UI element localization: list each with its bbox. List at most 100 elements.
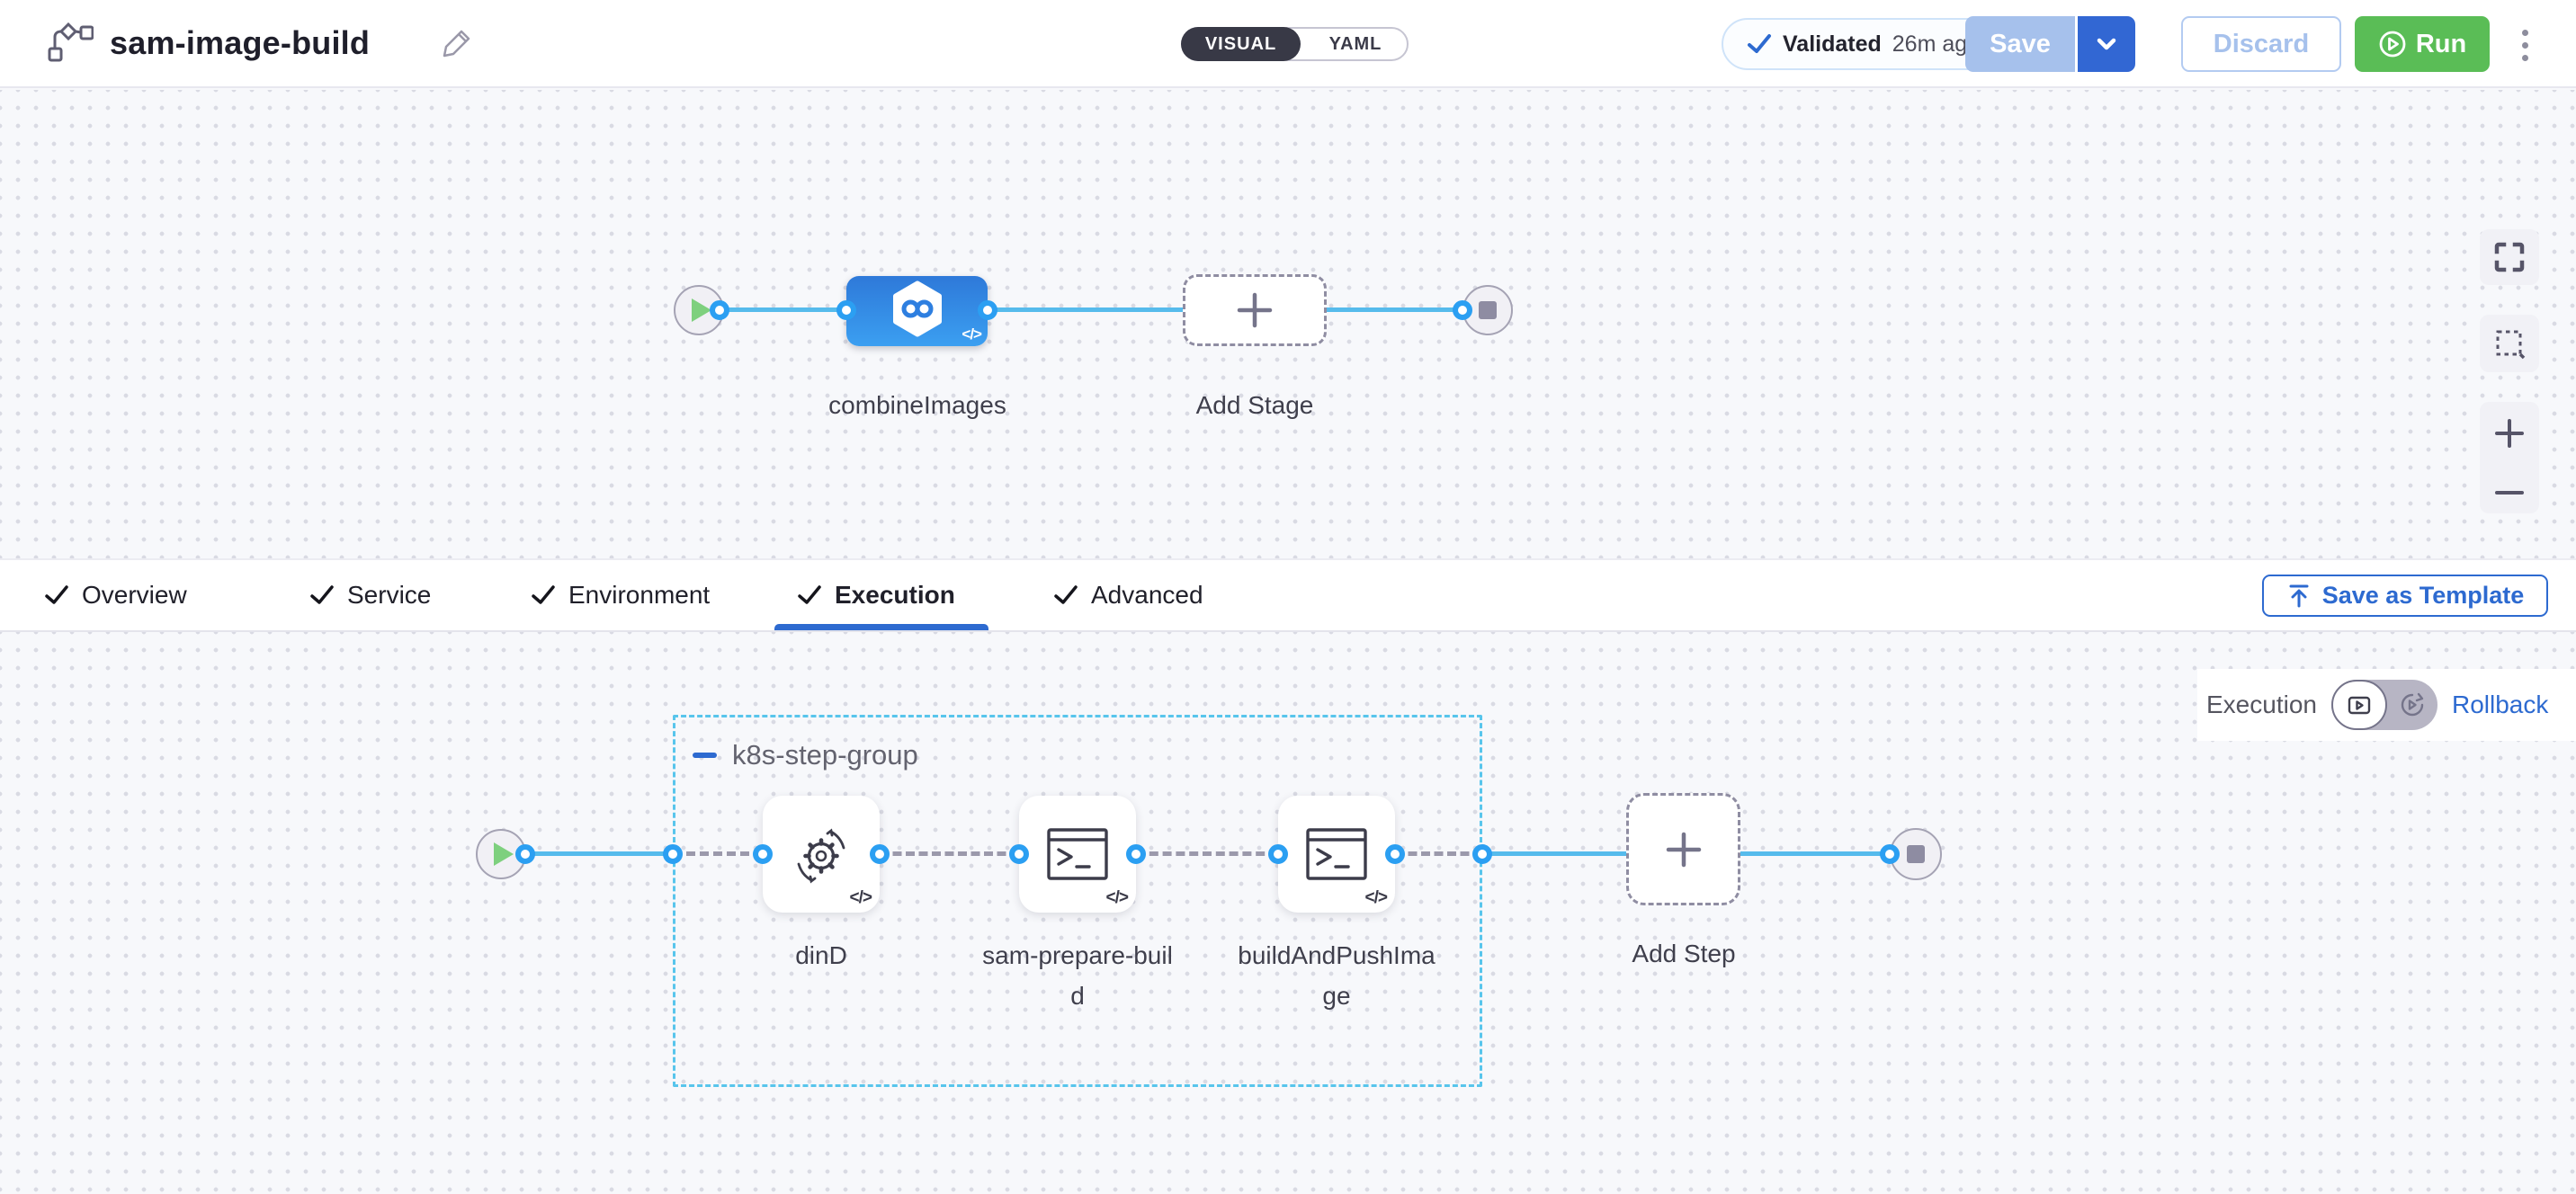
connector-port (1453, 300, 1472, 320)
step-code-icon[interactable]: </> (1364, 888, 1389, 907)
save-options-button[interactable] (2078, 16, 2135, 72)
tab-execution[interactable]: Execution (797, 560, 955, 630)
rollback-view-button[interactable] (2387, 680, 2437, 730)
step-node-dind[interactable]: </> (763, 796, 880, 913)
config-tab-bar: Overview Service Environment Execution A… (0, 558, 2576, 632)
marquee-select-icon (2496, 330, 2526, 360)
service-dependency-icon (797, 828, 845, 884)
check-icon (798, 585, 821, 604)
step-code-icon[interactable]: </> (849, 888, 873, 907)
play-square-icon (2348, 696, 2371, 715)
add-step-button[interactable] (1626, 793, 1740, 905)
connector-port (710, 300, 729, 320)
dashed-connector-line (1395, 851, 1482, 856)
validated-time: 26m ago (1892, 31, 1981, 57)
connector-port (663, 844, 683, 864)
connector-line (1482, 851, 1626, 856)
check-icon (1054, 585, 1078, 604)
connector-line (1327, 307, 1463, 312)
stage-node-combineimages[interactable]: </> (846, 276, 988, 346)
connector-line (1740, 851, 1890, 856)
upload-icon (2289, 584, 2309, 607)
step-label: sam-prepare-build (982, 941, 1173, 1010)
collapse-group-button[interactable] (693, 753, 717, 758)
stage-code-icon[interactable]: </> (962, 325, 982, 343)
connector-port (1268, 844, 1288, 864)
connector-port (1880, 844, 1900, 864)
tab-environment[interactable]: Environment (531, 560, 710, 630)
end-stop-icon (1479, 301, 1497, 319)
zoom-out-button[interactable] (2492, 486, 2527, 499)
dashed-connector-line (880, 851, 1019, 856)
edit-title-icon[interactable] (443, 29, 471, 62)
connector-port (753, 844, 773, 864)
pipeline-end-node (1462, 285, 1513, 335)
connector-port (836, 300, 856, 320)
stage-label: combineImages (828, 391, 1006, 419)
stage-canvas[interactable]: </> combineImages Add Stage (0, 90, 2576, 558)
check-icon (45, 585, 68, 604)
select-mode-button[interactable] (2480, 315, 2539, 372)
step-label: buildAndPushImage (1238, 941, 1436, 1010)
save-split-button: Save (1965, 16, 2135, 72)
run-play-icon (2379, 31, 2406, 58)
connector-line (525, 851, 673, 856)
step-label: dinD (795, 941, 847, 969)
check-icon (310, 585, 334, 604)
tab-advanced[interactable]: Advanced (1053, 560, 1203, 630)
toggle-visual[interactable]: VISUAL (1181, 27, 1301, 61)
execution-rollback-toggle[interactable] (2330, 680, 2437, 730)
plus-icon (1237, 292, 1273, 328)
save-divider (2075, 16, 2078, 72)
connector-line (988, 307, 1183, 312)
execution-view-button[interactable] (2330, 680, 2387, 730)
execution-rollback-switch: Execution Rollback (2197, 669, 2576, 741)
connector-port (515, 844, 535, 864)
run-step-terminal-icon (1047, 828, 1108, 880)
top-toolbar: sam-image-build VISUAL YAML Validated 26… (0, 0, 2576, 88)
step-node-buildandpushimage[interactable]: </> (1278, 796, 1395, 913)
end-stop-icon (1907, 845, 1925, 863)
step-code-icon[interactable]: </> (1105, 888, 1130, 907)
connector-port (870, 844, 890, 864)
run-label: Run (2415, 29, 2467, 58)
save-as-template-button[interactable]: Save as Template (2262, 575, 2548, 617)
add-stage-label: Add Stage (1195, 391, 1314, 419)
validated-status: Validated (1783, 31, 1882, 57)
rollback-mode-label[interactable]: Rollback (2451, 691, 2549, 718)
plus-icon (1666, 832, 1701, 867)
connector-port (1126, 844, 1146, 864)
page-title: sam-image-build (110, 24, 371, 61)
fullscreen-icon (2494, 242, 2525, 272)
validated-badge[interactable]: Validated 26m ago (1722, 18, 2006, 70)
start-play-icon (692, 298, 711, 322)
save-button[interactable]: Save (1965, 16, 2075, 72)
step-node-sam-prepare-build[interactable]: </> (1019, 796, 1136, 913)
pipeline-icon (45, 22, 94, 70)
step-group-container[interactable] (673, 715, 1482, 1087)
tab-service[interactable]: Service (309, 560, 431, 630)
toggle-yaml[interactable]: YAML (1328, 33, 1382, 54)
zoom-controls (2480, 402, 2539, 513)
run-step-terminal-icon (1306, 828, 1367, 880)
check-icon (532, 585, 555, 604)
fullscreen-button[interactable] (2480, 229, 2539, 285)
execution-canvas[interactable]: Execution Rollback k8s-step-group (0, 632, 2576, 1194)
add-stage-button[interactable] (1183, 274, 1327, 346)
tab-overview[interactable]: Overview (44, 560, 187, 630)
run-button[interactable]: Run (2355, 16, 2490, 72)
chevron-down-icon (2097, 38, 2116, 50)
rollback-rerun-icon (2401, 692, 2424, 717)
check-icon (1748, 34, 1771, 53)
connector-port (1385, 844, 1405, 864)
connector-port (978, 300, 997, 320)
connector-port (1009, 844, 1029, 864)
execution-mode-label[interactable]: Execution (2206, 691, 2317, 718)
visual-yaml-toggle[interactable]: VISUAL YAML (1181, 27, 1409, 61)
step-group-label: k8s-step-group (732, 739, 918, 771)
zoom-in-button[interactable] (2492, 416, 2527, 450)
more-options-menu[interactable] (2508, 20, 2542, 70)
chained-stage-icon (892, 281, 943, 342)
discard-button[interactable]: Discard (2181, 16, 2341, 72)
connector-port (1472, 844, 1492, 864)
